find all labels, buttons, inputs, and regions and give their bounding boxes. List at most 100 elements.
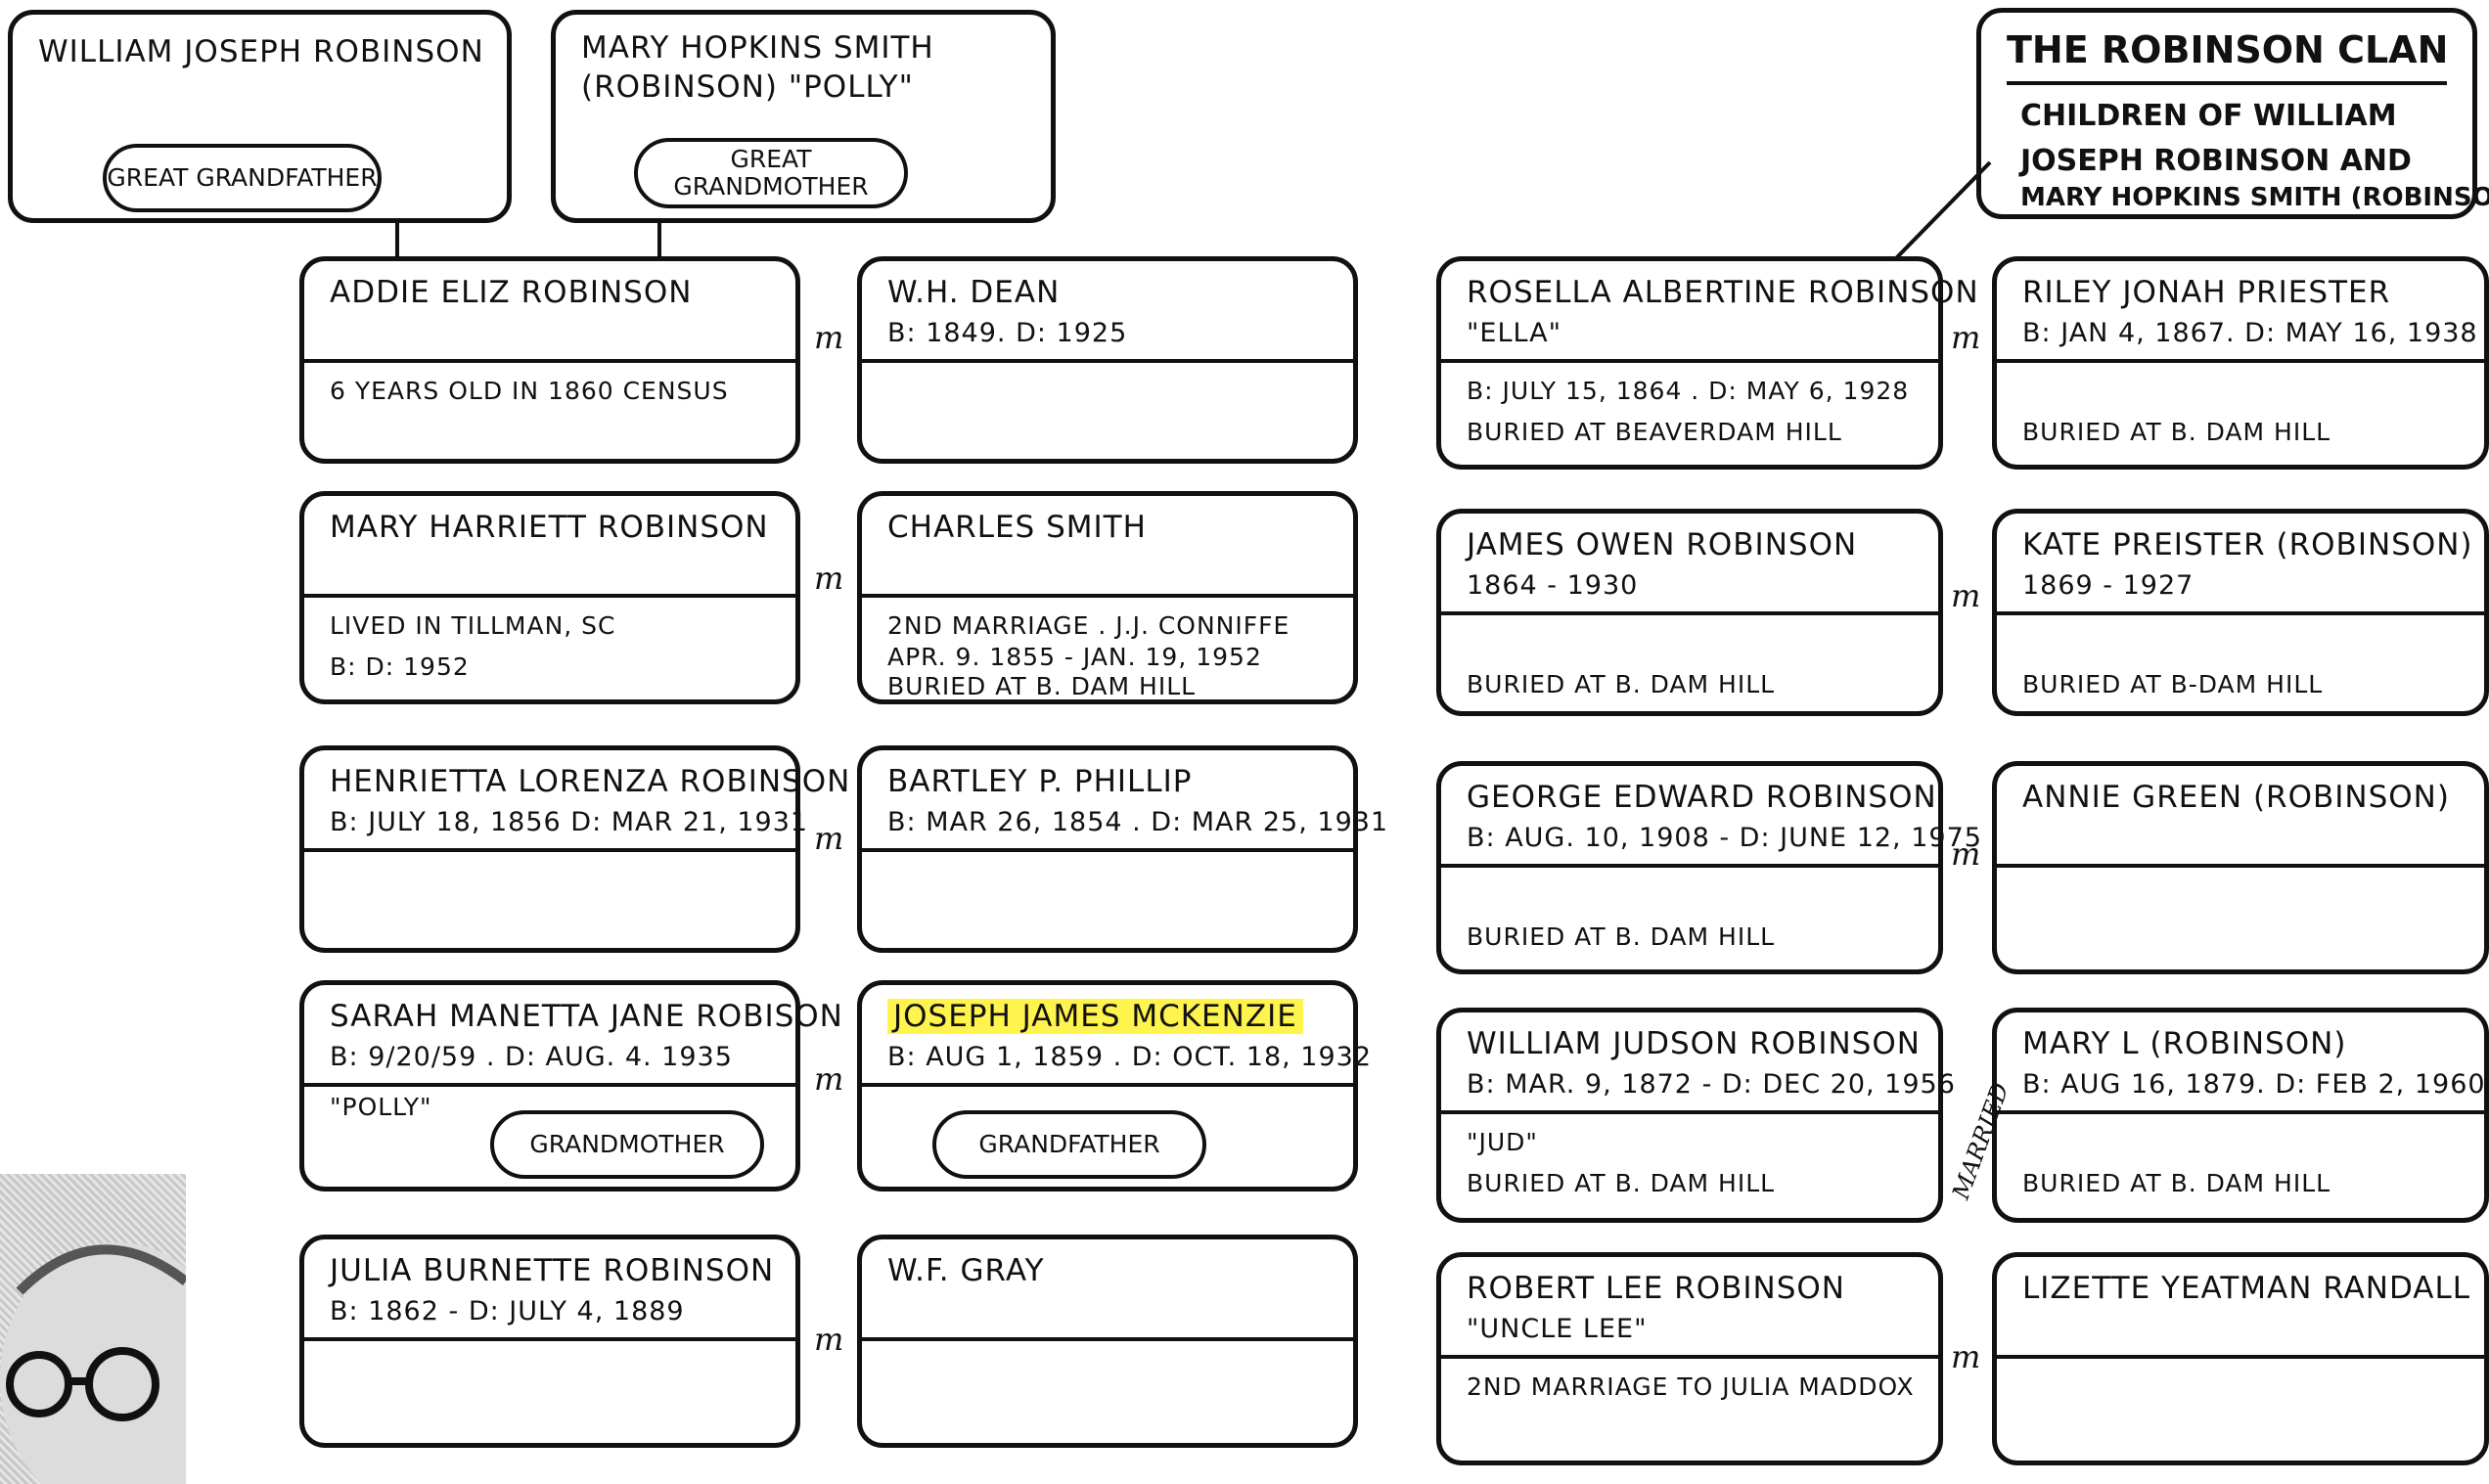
left-row2-spouse-name: Charles Smith [887,510,1147,545]
left-row2-child-box: Mary Harriett RobinsonLived in Tillman, … [299,491,800,704]
left-row3-child-box: Henrietta Lorenza Robinson B: July 18, 18… [299,745,851,953]
left-row1-married-symbol: m [814,319,844,356]
right-row1-spouse-l1: B: Jan 4, 1867. D: May 16, 1938 [2022,318,2478,348]
left-row4-child-name: Sarah Manetta Jane Robison [330,999,843,1034]
right-row5-child-divider [1441,1355,1938,1359]
left-row5-spouse-divider [862,1337,1353,1341]
right-row5-child-name: Robert Lee Robinson [1467,1271,1845,1306]
right-row3-child-l1: B: Aug. 10, 1908 - D: June 12, 1975 [1467,823,1982,853]
left-row1-spouse-divider [862,359,1353,363]
connector-great-grandfather [395,221,399,260]
right-row1-married-symbol: m [1951,319,1981,356]
left-row3-child-name: Henrietta Lorenza Robinson [330,764,851,799]
right-row4-spouse-l1: B: Aug 16, 1879. D: Feb 2, 1960 [2022,1069,2486,1100]
great-grandmother-name-line2: (Robinson) "Polly" [581,69,914,105]
left-row1-spouse-name: W.H. Dean [887,275,1061,310]
left-row4-child-badge: Grandmother [490,1110,764,1179]
right-row1-spouse-divider [1997,359,2484,363]
right-row5-spouse-name: Lizette Yeatman Randall [2022,1271,2471,1306]
right-row3-child-box: George Edward Robinson B: Aug. 10, 1908 -… [1436,761,1982,974]
right-row4-child-l1: B: Mar. 9, 1872 - D: Dec 20, 1956 [1467,1069,1956,1100]
right-row1-spouse-l3: Buried at B. Dam Hill [2022,418,2331,446]
right-row4-child-l3: Buried at B. Dam Hill [1467,1169,1776,1197]
right-row3-spouse-name: Annie Green (Robinson) [2022,780,2450,815]
right-row4-spouse-box: Mary L (Robinson) B: Aug 16, 1879. D: Feb… [1992,1008,2489,1223]
left-row3-married-symbol: m [814,820,844,857]
great-grandfather-badge: Great Grandfather [103,144,382,212]
great-grandfather-name: William Joseph Robinson [38,34,484,69]
left-row5-married-symbol: m [814,1321,844,1358]
right-row5-married-symbol: m [1951,1338,1981,1375]
left-row4-married-symbol: m [814,1060,844,1098]
clan-subtitle-line1: Children of William [2020,99,2397,133]
right-row4-spouse-divider [1997,1110,2484,1114]
left-row2-spouse-l2: 2nd marriage . J.J. Conniffe [887,611,1290,640]
right-row5-spouse-divider [1997,1355,2484,1359]
clan-subtitle-line3: Mary Hopkins Smith (Robinson) [2020,183,2489,212]
right-row1-child-name: Rosella Albertine Robinson [1467,275,1979,310]
left-row3-spouse-name: Bartley P. Phillip [887,764,1193,799]
left-row5-spouse-name: W.F. Gray [887,1253,1045,1288]
right-row5-child-l1: "Uncle Lee" [1467,1314,1648,1344]
right-row5-child-l2: 2nd marriage to Julia Maddox [1467,1372,1915,1401]
left-row3-spouse-l1: B: Mar 26, 1854 . D: Mar 25, 1931 [887,807,1389,837]
clan-title-box: The Robinson Clan Children of William Jo… [1976,8,2489,219]
left-row2-married-symbol: m [814,560,844,597]
right-row3-spouse-divider [1997,864,2484,868]
great-grandmother-box: Mary Hopkins Smith (Robinson) "Polly" Gr… [551,10,1056,223]
left-row1-child-l2: 6 years old in 1860 census [330,377,729,405]
left-row1-spouse-box: W.H. Dean B: 1849. D: 1925 [857,256,1358,464]
right-row2-spouse-divider [1997,611,2484,615]
left-row4-child-box: Sarah Manetta Jane Robison B: 9/20/59 . D… [299,980,843,1192]
right-row2-child-l1: 1864 - 1930 [1467,570,1639,601]
left-row5-child-name: Julia Burnette Robinson [330,1253,775,1288]
right-row3-spouse-box: Annie Green (Robinson) [1992,761,2489,974]
left-row1-child-divider [304,359,795,363]
right-row1-child-l2: B: July 15, 1864 . D: May 6, 1928 [1467,377,1910,405]
left-row4-child-l1: B: 9/20/59 . D: Aug. 4. 1935 [330,1042,733,1072]
left-row2-spouse-box: Charles Smith 2nd marriage . J.J. Conniff… [857,491,1358,704]
right-row1-spouse-box: Riley Jonah PriesterB: Jan 4, 1867. D: M… [1992,256,2489,470]
right-row5-spouse-box: Lizette Yeatman Randall [1992,1252,2489,1465]
left-row2-child-l3: B: D: 1952 [330,652,470,681]
right-row3-married-symbol: m [1951,835,1981,873]
right-row1-child-l3: Buried at Beaverdam Hill [1467,418,1842,446]
right-row2-child-l3: Buried at B. Dam Hill [1467,670,1776,698]
left-row4-child-divider [304,1083,795,1087]
right-row4-child-name: William Judson Robinson [1467,1026,1921,1061]
left-row4-spouse-box: Joseph James McKenzie B: Aug 1, 1859 . D:… [857,980,1373,1192]
right-row4-spouse-name: Mary L (Robinson) [2022,1026,2347,1061]
left-row5-child-box: Julia Burnette RobinsonB: 1862 - D: July… [299,1235,800,1448]
left-row4-child-l2: "Polly" [330,1093,432,1121]
right-row2-child-box: James Owen Robinson1864 - 1930Buried at … [1436,509,1943,716]
left-row3-child-l1: B: July 18, 1856 D: Mar 21, 1931 [330,807,809,837]
clan-connector-line [1894,160,1992,260]
great-grandfather-box: William Joseph Robinson Great Grandfathe… [8,10,512,223]
left-row2-spouse-divider [862,594,1353,598]
right-row3-child-name: George Edward Robinson [1467,780,1937,815]
left-row2-child-divider [304,594,795,598]
left-row4-spouse-divider [862,1083,1353,1087]
left-row1-spouse-l1: B: 1849. D: 1925 [887,318,1128,348]
left-row3-spouse-box: Bartley P. Phillip B: Mar 26, 1854 . D: M… [857,745,1389,953]
right-row2-married-symbol: m [1951,577,1981,614]
portrait-sketch [0,1242,186,1484]
right-row1-child-divider [1441,359,1938,363]
portrait-photo [0,1174,186,1484]
clan-subtitle-line2: Joseph Robinson and [2020,144,2412,178]
right-row3-child-l3: Buried at B. Dam Hill [1467,922,1776,951]
left-row2-spouse-l3: Apr. 9. 1855 - Jan. 19, 1952 [887,643,1262,671]
left-row2-child-l2: Lived in Tillman, SC [330,611,616,640]
connector-great-grandmother [657,221,661,260]
left-row4-spouse-name: Joseph James McKenzie [887,999,1303,1034]
right-row4-child-l2: "Jud" [1467,1128,1538,1156]
right-row4-spouse-l3: Buried at B. Dam Hill [2022,1169,2331,1197]
left-row4-spouse-badge: Grandfather [932,1110,1206,1179]
left-row5-child-divider [304,1337,795,1341]
right-row3-child-divider [1441,864,1938,868]
clan-title: The Robinson Clan [2007,28,2449,71]
left-row3-spouse-divider [862,848,1353,852]
right-row1-child-l1: "Ella" [1467,318,1562,348]
left-row4-spouse-l1: B: Aug 1, 1859 . D: Oct. 18, 1932 [887,1042,1373,1072]
right-row2-child-divider [1441,611,1938,615]
